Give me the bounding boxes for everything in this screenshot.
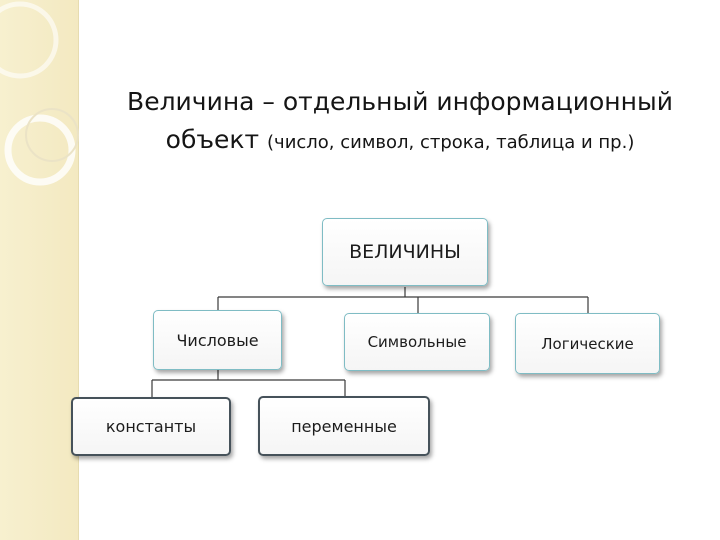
node-logical: Логические (515, 313, 660, 374)
node-constants: константы (71, 397, 231, 456)
title-examples: (число, символ, строка, таблица и пр.) (267, 132, 635, 153)
node-numeric-label: Числовые (176, 330, 259, 350)
node-logical-label: Логические (541, 334, 634, 353)
node-symbolic-label: Символьные (367, 333, 467, 351)
node-symbolic: Символьные (344, 313, 490, 371)
node-numeric: Числовые (153, 310, 282, 370)
node-quantities-root: ВЕЛИЧИНЫ (322, 218, 488, 286)
node-quantities-label: ВЕЛИЧИНЫ (349, 241, 461, 263)
node-constants-label: константы (105, 417, 197, 436)
slide-title: Величина – отдельный информационный объе… (80, 84, 720, 161)
node-variables-label: переменные (291, 416, 397, 436)
node-variables: переменные (258, 396, 430, 456)
title-line-1: Величина – отдельный информационный (127, 87, 673, 116)
title-object-word: объект (165, 125, 260, 154)
decorative-circles (0, 1, 79, 186)
decorative-side-strip (0, 0, 79, 540)
title-line-2: объект (число, символ, строка, таблица и… (80, 122, 720, 161)
